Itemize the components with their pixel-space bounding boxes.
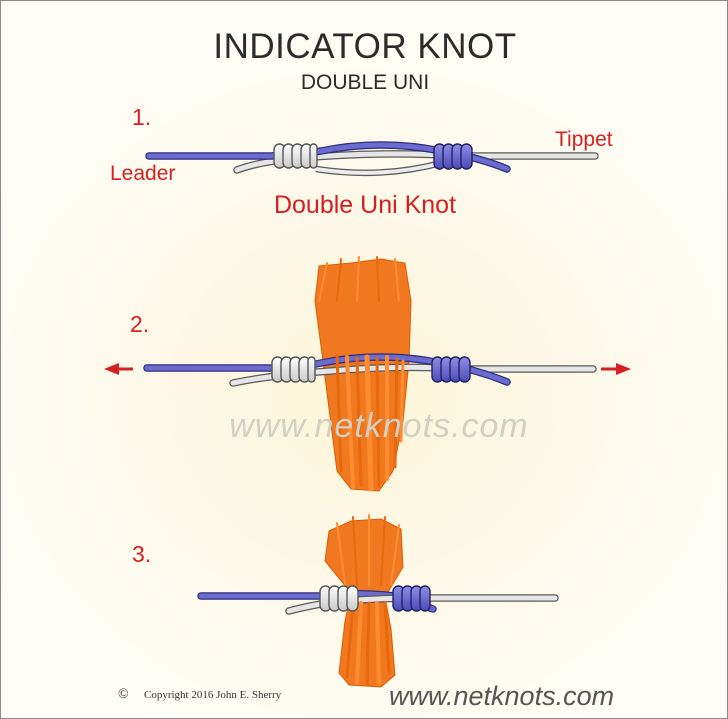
step-2-knot	[104, 256, 631, 492]
step-3-knot	[197, 514, 559, 688]
step-2-label: 2.	[130, 311, 150, 337]
indicator-yarn-step-2-front	[318, 256, 405, 492]
tippet-label: Tippet	[555, 128, 613, 151]
step-3-label: 3.	[132, 541, 152, 567]
knot-name-label: Double Uni Knot	[273, 191, 457, 219]
indicator-yarn-step-3-front	[336, 514, 400, 687]
leader-label: Leader	[110, 162, 176, 185]
page-subtitle: DOUBLE UNI	[300, 71, 430, 94]
step-3-white-coils	[319, 585, 359, 612]
step-1-white-coils	[273, 143, 318, 169]
site-url: www.netknots.com	[389, 681, 615, 711]
page-title: INDICATOR KNOT	[213, 27, 517, 66]
copyright-symbol: ©	[118, 687, 129, 702]
step-1-knot	[145, 141, 599, 177]
step-3-blue-coils	[392, 585, 431, 612]
step-2-blue-coils	[431, 356, 471, 383]
right-pull-arrow	[601, 363, 631, 375]
copyright-text: Copyright 2016 John E. Sherry	[144, 689, 282, 701]
step-2-white-coils	[271, 356, 316, 383]
left-pull-arrow	[104, 363, 133, 375]
step-1-blue-coils	[433, 143, 473, 170]
step-1-label: 1.	[132, 104, 152, 130]
watermark-text: www.netknots.com	[229, 407, 529, 445]
